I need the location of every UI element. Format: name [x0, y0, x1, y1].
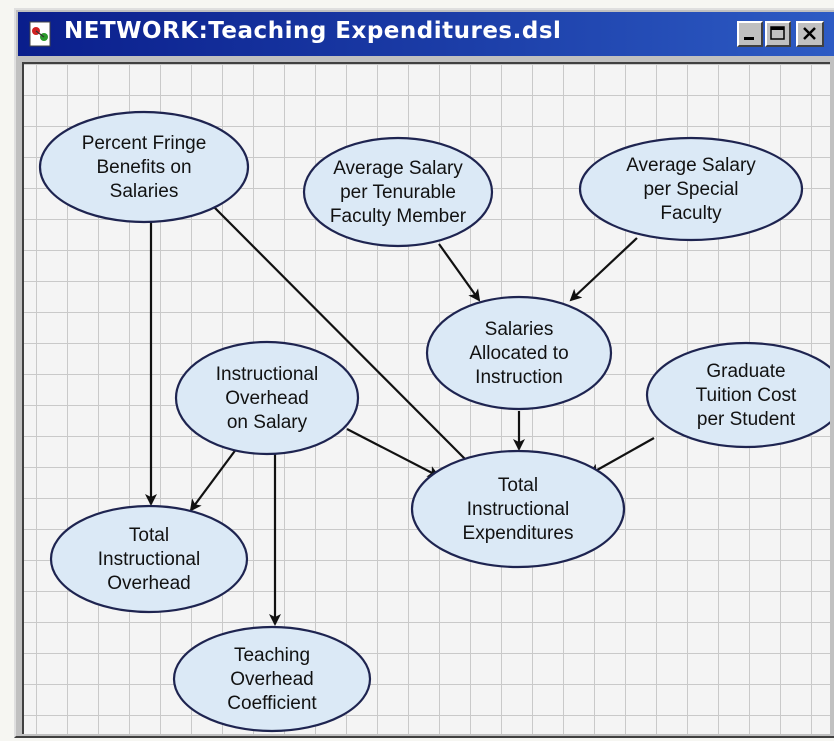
node-label-line: per Special	[643, 179, 738, 200]
arrow-overhead_salary-to-total_overhead[interactable]	[189, 447, 238, 512]
node-label-line: Salaries	[110, 181, 179, 202]
node-ellipse	[645, 341, 830, 449]
node-label-line: Instructional	[467, 499, 569, 520]
arrow-tenurable-to-salaries[interactable]	[438, 243, 481, 302]
node-label-line: Tuition Cost	[696, 385, 797, 406]
node-label-line: Overhead	[225, 388, 308, 409]
node-ellipse	[410, 449, 626, 569]
node-ellipse	[425, 295, 613, 411]
node-ellipse	[578, 136, 804, 242]
node-label-line: Faculty	[660, 203, 722, 224]
node-label-line: Overhead	[107, 573, 190, 594]
node-ellipse	[174, 340, 360, 456]
node-label-line: per Student	[697, 409, 796, 430]
close-icon	[803, 27, 816, 40]
arrow-special-to-salaries[interactable]	[569, 237, 638, 302]
edges	[145, 198, 655, 626]
arrow-tuition-to-total_exp[interactable]	[588, 437, 655, 475]
node-ellipse	[38, 110, 250, 224]
node-label-line: on Salary	[227, 412, 308, 433]
minimize-icon	[744, 37, 754, 40]
node-label-line: Overhead	[230, 669, 313, 690]
arrow-overhead_salary-to-total_exp[interactable]	[346, 428, 440, 477]
title-bar[interactable]: NETWORK:Teaching Expenditures.dsl	[18, 12, 834, 56]
node-label-line: Total	[129, 525, 169, 546]
node-label-line: Teaching	[234, 645, 310, 666]
close-button[interactable]	[796, 21, 824, 47]
minimize-button[interactable]	[737, 21, 763, 47]
node-label-line: Faculty Member	[330, 206, 467, 227]
maximize-button[interactable]	[765, 21, 791, 47]
node-label-line: Percent Fringe	[82, 133, 207, 154]
node-label-line: Expenditures	[463, 523, 574, 544]
window-title: NETWORK:Teaching Expenditures.dsl	[64, 18, 562, 44]
node-label-line: Benefits on	[96, 157, 191, 178]
node-ellipse	[302, 136, 494, 248]
node-ellipse	[172, 625, 372, 733]
node-label-line: Allocated to	[469, 343, 568, 364]
node-label-line: Coefficient	[227, 693, 317, 714]
node-label-line: Average Salary	[333, 158, 463, 179]
node-label-line: Instructional	[98, 549, 200, 570]
node-label-line: Total	[498, 475, 538, 496]
node-label-line: per Tenurable	[340, 182, 456, 203]
node-label-line: Instruction	[475, 367, 563, 388]
network-window: NETWORK:Teaching Expenditures.dsl Percen…	[14, 8, 834, 738]
node-label-line: Average Salary	[626, 155, 756, 176]
node-label-line: Salaries	[485, 319, 554, 340]
node-ellipse	[49, 504, 249, 614]
arrow-fringe-to-total_exp[interactable]	[205, 198, 476, 470]
maximize-icon	[770, 26, 785, 40]
node-label-line: Instructional	[216, 364, 318, 385]
network-document-icon	[29, 21, 51, 47]
node-label-line: Graduate	[706, 361, 785, 382]
